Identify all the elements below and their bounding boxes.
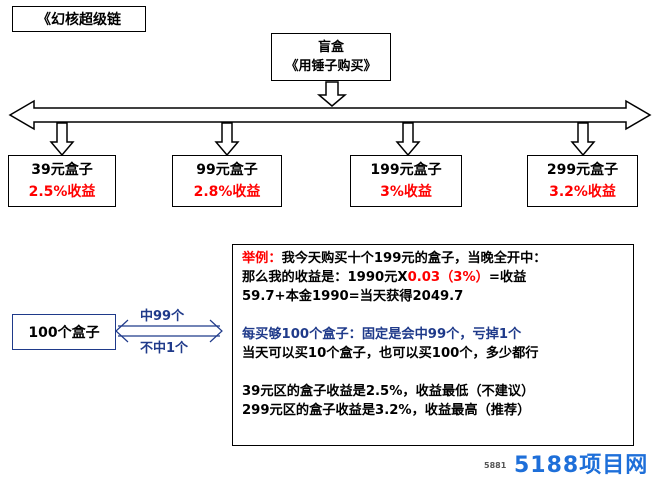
watermark-small-text: 5881 (484, 461, 507, 470)
tier-name: 199元盒子 (370, 162, 442, 178)
example-line-4: 每买够100个盒子：固定是会中99个，亏掉1个 (242, 327, 522, 342)
example-explanation-box: 举例：我今天购买十个199元的盒子，当晚全开中： 那么我的收益是：1990元X0… (232, 244, 634, 446)
tier-name: 39元盒子 (31, 162, 93, 178)
watermark-logo-text: 5188项目网 (514, 453, 649, 478)
example-rate: 0.03（3%） (407, 270, 489, 285)
timeline-double-arrow (8, 99, 652, 131)
example-line-5: 当天可以买10个盒子，也可以买100个，多少都行 (242, 346, 539, 361)
example-line-1-text: 我今天购买十个199元的盒子，当晚全开中： (281, 251, 547, 266)
down-arrow-blindbox (316, 81, 348, 107)
example-line-2-c: =收益 (488, 270, 527, 285)
tier-yield: 2.8%收益 (193, 184, 261, 200)
hundred-boxes-node: 100个盒子 (12, 314, 116, 350)
page-title: 《幻核超级链 (12, 6, 146, 32)
tier-yield: 3.2%收益 (549, 184, 616, 200)
blind-box-node: 盲盒 《用锤子购买》 (271, 33, 391, 81)
blind-box-method: 《用锤子购买》 (285, 59, 377, 74)
hit-miss-double-arrow (115, 319, 223, 343)
down-arrow-tier-299 (570, 122, 596, 157)
down-arrow-tier-99 (214, 122, 240, 157)
tier-box-299: 299元盒子 3.2%收益 (527, 155, 638, 207)
tier-yield: 2.5%收益 (28, 184, 96, 200)
example-prefix: 举例： (242, 251, 282, 266)
tier-box-39: 39元盒子 2.5%收益 (8, 155, 116, 207)
tier-name: 99元盒子 (196, 162, 258, 178)
example-line-3: 59.7+本金1990=当天获得2049.7 (242, 289, 464, 304)
tier-box-199: 199元盒子 3%收益 (350, 155, 462, 207)
example-line-1: 举例：我今天购买十个199元的盒子，当晚全开中： (242, 249, 633, 268)
example-line-2: 那么我的收益是：1990元X0.03（3%）=收益 (242, 268, 633, 287)
blind-box-title: 盲盒 (317, 40, 344, 55)
down-arrow-tier-39 (49, 122, 75, 157)
tier-name: 299元盒子 (546, 162, 619, 178)
example-line-2-a: 那么我的收益是：1990元X (242, 270, 408, 285)
example-line-6: 39元区的盒子收益是2.5%，收益最低（不建议） (242, 384, 535, 399)
tier-yield: 3%收益 (380, 184, 432, 200)
miss-count-label: 不中1个 (140, 341, 189, 356)
example-line-7: 299元区的盒子收益是3.2%，收益最高（推荐） (242, 403, 531, 418)
down-arrow-tier-199 (395, 122, 421, 157)
tier-box-99: 99元盒子 2.8%收益 (172, 155, 282, 207)
hit-count-label: 中99个 (140, 309, 185, 324)
